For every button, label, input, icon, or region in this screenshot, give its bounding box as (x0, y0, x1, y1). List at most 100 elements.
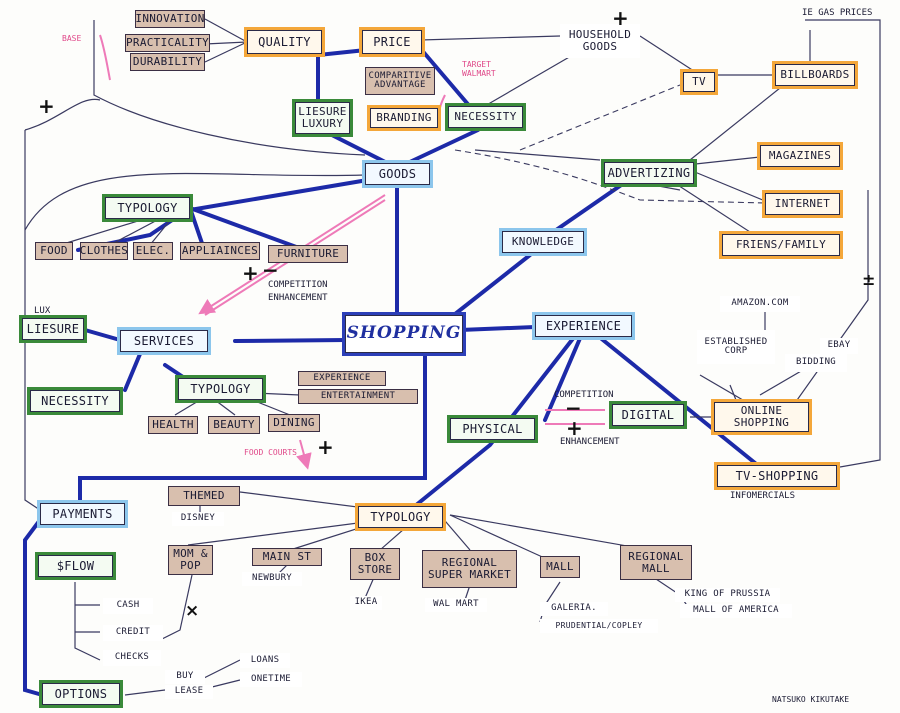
checks-label: CHECKS (114, 652, 150, 663)
goods-label: GOODS (378, 166, 417, 181)
payments-node: PAYMENTS (40, 503, 125, 525)
amazon-label: AMAZON.COM (731, 298, 789, 309)
credit-label: CREDIT (115, 627, 151, 638)
magazines-label: MAGAZINES (768, 149, 832, 163)
infomercials-note: INFOMERCIALS (730, 491, 796, 501)
cash-node: CASH (103, 598, 153, 614)
plus-symbol-dining: + (317, 435, 334, 459)
goods-node: GOODS (365, 163, 430, 185)
services-necessity-label: NECESSITY (41, 393, 109, 408)
ikea-label: IKEA (354, 597, 378, 608)
regional-mall-label: REGIONAL MALL (628, 549, 684, 575)
minus-symbol-experience: − (565, 396, 582, 420)
ikea-node: IKEA (350, 596, 382, 610)
innovation-node: INNOVATION (135, 10, 205, 28)
entertainment-node: ENTERTAINMENT (298, 389, 418, 404)
physical-node: PHYSICAL (450, 418, 535, 440)
competition-note: COMPETITION (268, 280, 328, 290)
plus-symbol-left: + (38, 94, 55, 118)
knowledge-node: KNOWLEDGE (502, 231, 584, 253)
disney-label: DISNEY (180, 513, 216, 524)
necessity-goods-node: NECESSITY (448, 106, 523, 128)
beauty-label: BEAUTY (213, 418, 255, 432)
friends-family-label: FRIENS/FAMILY (736, 238, 826, 252)
physical-label: PHYSICAL (462, 421, 523, 436)
innovation-label: INNOVATION (135, 12, 205, 26)
food-node: FOOD (35, 242, 73, 260)
loans-label: LOANS (250, 654, 280, 665)
internet-label: INTERNET (774, 197, 831, 211)
onetime-node: ONETIME (240, 672, 302, 687)
practicality-node: PRACTICALITY (125, 34, 210, 52)
experience-service-label: EXPERIENCE (313, 372, 371, 383)
tv-shopping-node: TV-SHOPPING (717, 465, 837, 487)
regional-supermarket-label: REGIONAL SUPER MARKET (427, 556, 512, 581)
loans-node: LOANS (240, 653, 290, 668)
amazon-node: AMAZON.COM (720, 296, 800, 312)
price-label: PRICE (373, 34, 411, 49)
household-goods-node: HOUSEHOLD GOODS (560, 24, 640, 58)
base-annotation: BASE (62, 34, 82, 43)
walmart-node: WAL MART (425, 598, 487, 612)
dining-label: DINING (273, 416, 315, 430)
quality-node: QUALITY (247, 30, 322, 54)
billboards-label: BILLBOARDS (780, 68, 850, 82)
ebay-node: EBAY (820, 338, 858, 354)
plus-symbol: + (242, 261, 259, 285)
food-courts-annotation: FOOD COURTS (244, 448, 297, 457)
mom-pop-node: MOM & POP (168, 545, 213, 575)
tv-node: TV (683, 72, 715, 92)
practicality-label: PRACTICALITY (125, 36, 210, 50)
experience-competition-note: COMPETITION (554, 390, 614, 400)
goods-typology-node: TYPOLOGY (105, 197, 190, 219)
beauty-node: BEAUTY (208, 416, 260, 434)
physical-typology-label: TYPOLOGY (370, 509, 431, 524)
services-necessity-node: NECESSITY (30, 390, 120, 412)
newbury-node: NEWBURY (242, 572, 302, 586)
price-node: PRICE (362, 30, 422, 54)
disney-node: DISNEY (172, 512, 224, 526)
buy-label: BUY (176, 671, 194, 682)
clothes-label: CLOTHES (79, 244, 129, 258)
main-st-label: MAIN ST (262, 550, 312, 564)
signature: NATSUKO KIKUTAKE (772, 695, 850, 704)
digital-node: DIGITAL (612, 404, 684, 426)
services-typology-node: TYPOLOGY (178, 378, 263, 400)
experience-service-node: EXPERIENCE (298, 371, 386, 386)
goods-typology-label: TYPOLOGY (117, 200, 178, 215)
food-label: FOOD (40, 244, 68, 258)
themed-node: THEMED (168, 486, 240, 506)
dining-node: DINING (268, 414, 320, 432)
king-of-prussia-label: KING OF PRUSSIA (684, 589, 771, 600)
durability-node: DURABILITY (130, 53, 205, 71)
walmart-label: WAL MART (433, 599, 479, 610)
gas-prices-note: IE GAS PRICES (802, 8, 873, 18)
knowledge-label: KNOWLEDGE (511, 235, 575, 249)
options-node: OPTIONS (42, 683, 120, 705)
appliances-node: APPLIAINCES (180, 242, 260, 260)
services-leisure-node: LIESURE (22, 318, 84, 340)
plus-symbol-top: + (612, 6, 629, 30)
advertizing-label: ADVERTIZING (607, 165, 691, 180)
household-goods-label: HOUSEHOLD GOODS (568, 28, 632, 53)
shopping-center-node: SHOPPING (345, 315, 463, 353)
necessity-goods-label: NECESSITY (454, 110, 517, 124)
money-flow-label: $FLOW (56, 558, 95, 573)
electronics-node: ELEC. (133, 242, 173, 260)
health-node: HEALTH (148, 416, 198, 434)
money-flow-node: $FLOW (38, 555, 113, 577)
services-typology-label: TYPOLOGY (190, 381, 251, 396)
box-store-node: BOX STORE (350, 548, 400, 580)
billboards-node: BILLBOARDS (775, 64, 855, 86)
furniture-label: FURNITURE (276, 247, 340, 261)
regional-mall-node: REGIONAL MALL (620, 545, 692, 580)
cash-label: CASH (116, 600, 140, 611)
clothes-node: CLOTHES (80, 242, 128, 260)
mall-of-america-label: MALL OF AMERICA (693, 605, 779, 616)
options-label: OPTIONS (54, 686, 108, 701)
onetime-label: ONETIME (250, 673, 292, 684)
regional-supermarket-node: REGIONAL SUPER MARKET (422, 550, 517, 588)
plus-minus-symbol-right: ± (862, 270, 876, 289)
established-corp-node: ESTABLISHED CORP (697, 330, 775, 364)
experience-enhancement-note: ENHANCEMENT (560, 437, 620, 447)
